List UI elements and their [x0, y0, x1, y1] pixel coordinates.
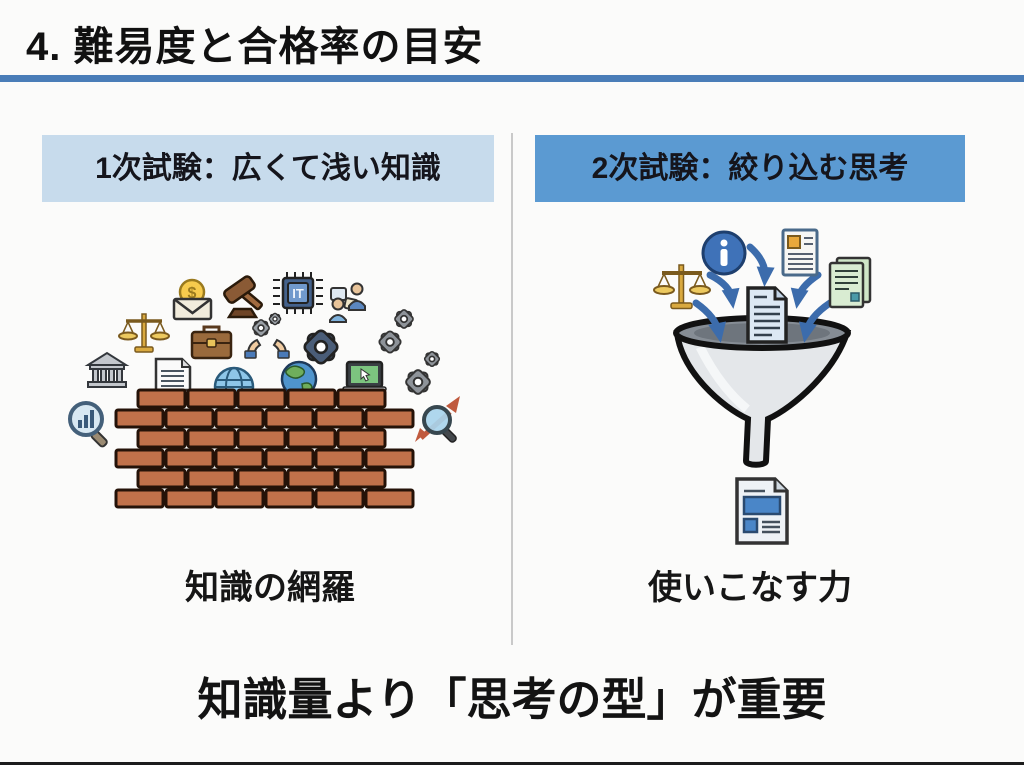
bank-icon — [84, 351, 130, 388]
bottom-edge-line — [0, 762, 1024, 765]
people-communication-icon — [329, 282, 366, 323]
green-documents-icon — [828, 256, 872, 309]
brick-wall-illustration: $ IT — [40, 262, 500, 552]
scales-icon — [653, 264, 711, 310]
laptop-cursor-icon — [342, 360, 387, 392]
gears-small-icon — [377, 307, 442, 397]
gavel-icon — [223, 275, 263, 319]
document-icon — [154, 357, 192, 392]
bottom-statement: 知識量より「思考の型」が重要 — [197, 674, 827, 725]
envelope-money-icon: $ — [172, 278, 213, 321]
brick-wall-icon — [114, 388, 415, 509]
scales-icon — [118, 313, 170, 353]
input-document-icon — [746, 286, 788, 344]
right-panel-header: 2次試験：絞り込む思考 — [535, 135, 965, 202]
svg-text:$: $ — [188, 285, 197, 302]
right-panel-caption: 使いこなす力 — [648, 569, 852, 607]
flow-arrows-icon — [692, 243, 834, 343]
left-panel-caption: 知識の網羅 — [185, 569, 355, 607]
magnifier-trend-icon — [415, 396, 460, 443]
hands-gears-icon — [244, 311, 290, 359]
output-document-icon — [735, 477, 789, 545]
it-chip-icon: IT — [273, 272, 323, 314]
title-underline — [0, 75, 1024, 82]
gear-large-icon — [301, 327, 341, 367]
left-panel-header: 1次試験：広くて浅い知識 — [42, 135, 494, 202]
report-document-icon — [781, 228, 819, 277]
svg-text:IT: IT — [292, 286, 304, 301]
funnel-illustration — [550, 225, 950, 555]
panel-divider — [511, 133, 513, 645]
page-title: 4. 難易度と合格率の目安 — [26, 25, 484, 69]
info-circle-icon — [701, 230, 747, 276]
briefcase-icon — [190, 325, 233, 360]
magnifier-chart-icon — [68, 401, 108, 448]
